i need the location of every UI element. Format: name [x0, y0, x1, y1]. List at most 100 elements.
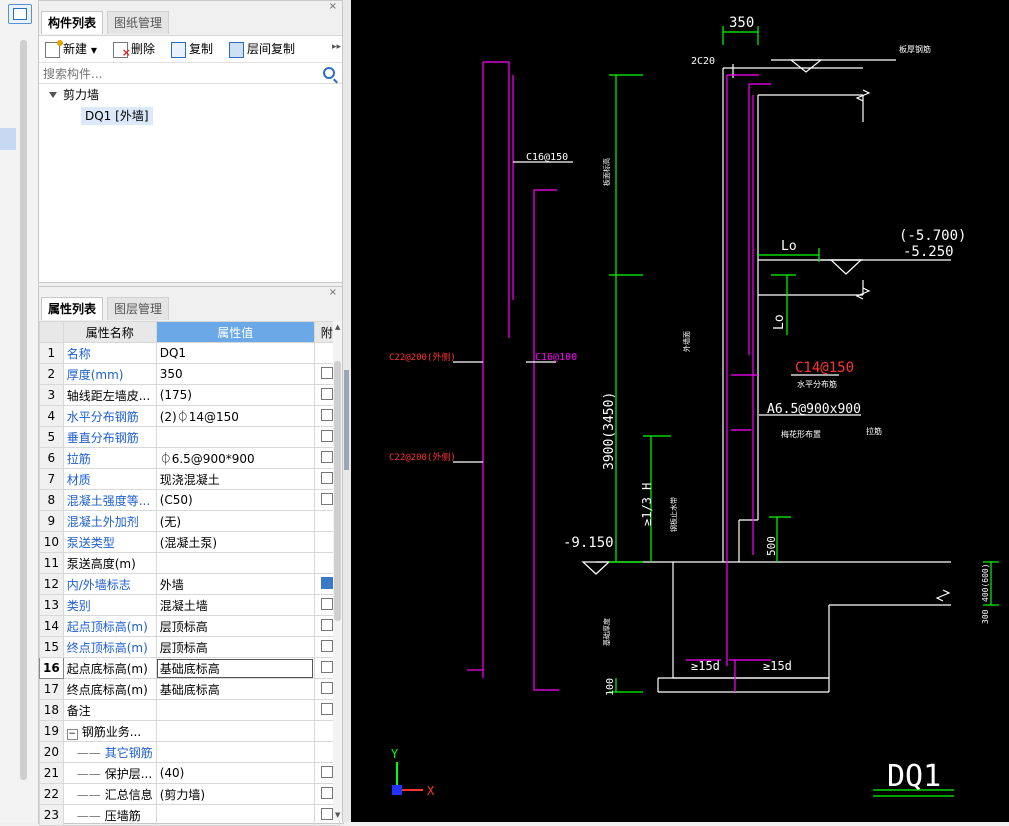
attach-checkbox[interactable]	[320, 786, 333, 799]
property-value[interactable]	[155, 720, 315, 742]
attach-checkbox[interactable]	[320, 429, 333, 442]
property-value[interactable]: 层顶标高	[155, 636, 315, 658]
property-value[interactable]	[155, 426, 315, 448]
toolbar-overflow-icon[interactable]: ▸▸	[331, 42, 341, 52]
collapse-icon[interactable]: −	[66, 728, 78, 740]
search-input[interactable]	[41, 65, 315, 83]
property-row[interactable]: 22——汇总信息(剪力墙)	[39, 783, 340, 805]
delete-button[interactable]: 删除	[111, 40, 155, 62]
property-value[interactable]: (剪力墙)	[155, 783, 315, 805]
panel-splitter[interactable]	[342, 0, 351, 822]
tab-layer-management[interactable]: 图层管理	[107, 297, 170, 320]
property-value[interactable]	[155, 699, 315, 721]
strip-scrollbar[interactable]	[20, 40, 27, 780]
attach-checkbox[interactable]	[320, 681, 333, 694]
attach-checkbox[interactable]	[320, 597, 333, 610]
row-index: 20	[39, 741, 64, 763]
property-value[interactable]: 层顶标高	[155, 615, 315, 637]
attach-checkbox[interactable]	[320, 807, 333, 820]
tree-expand-icon[interactable]	[49, 92, 57, 98]
scroll-up-icon[interactable]: ▲	[335, 323, 341, 331]
property-value[interactable]: 现浇混凝土	[155, 468, 315, 490]
tab-drawing-management[interactable]: 图纸管理	[107, 11, 170, 34]
note-tie-text: 拉筋	[866, 426, 882, 436]
attach-checkbox[interactable]	[320, 765, 333, 778]
attach-checkbox[interactable]	[320, 576, 333, 589]
attach-checkbox[interactable]	[320, 492, 333, 505]
property-value[interactable]: (175)	[155, 384, 315, 406]
property-value[interactable]: (2)⏀14@150	[155, 405, 315, 427]
scroll-down-icon[interactable]: ▼	[335, 811, 341, 819]
chevron-down-icon[interactable]: ▼	[90, 46, 97, 55]
tree-item-dq1[interactable]: DQ1 [外墙]	[81, 107, 153, 125]
floor-copy-button[interactable]: 层间复制	[227, 40, 295, 58]
property-row[interactable]: 23——压墙筋	[39, 804, 340, 826]
attach-checkbox[interactable]	[320, 366, 333, 379]
attach-checkbox[interactable]	[320, 660, 333, 673]
tab-property-list[interactable]: 属性列表	[41, 297, 104, 320]
drawing-canvas[interactable]: 350 2C20 板厚钢筋 C16@150 C16@100 C22@200(外侧…	[351, 0, 1009, 822]
search-icon[interactable]	[323, 67, 335, 79]
scrollbar-thumb[interactable]	[334, 361, 341, 621]
note-side-text: 板面标高	[602, 158, 611, 186]
property-value[interactable]	[155, 741, 315, 763]
property-row[interactable]: 19−钢筋业务...	[39, 720, 340, 742]
property-value[interactable]: (C50)	[155, 489, 315, 511]
attach-checkbox[interactable]	[320, 450, 333, 463]
property-row[interactable]: 21——保护层...(40)	[39, 762, 340, 784]
property-value[interactable]: 350	[155, 363, 315, 385]
property-value[interactable]: (混凝土泵)	[155, 531, 315, 553]
property-value[interactable]: (无)	[155, 510, 315, 532]
property-value[interactable]: DQ1	[155, 342, 315, 364]
panel-close-icon[interactable]: ×	[328, 287, 337, 298]
tree-category-shear-wall[interactable]: 剪力墙	[63, 88, 100, 102]
splitter-grip[interactable]	[344, 370, 349, 470]
note-top-right-text: 板厚钢筋	[899, 44, 931, 54]
property-value[interactable]: (40)	[155, 762, 315, 784]
property-value[interactable]	[155, 804, 315, 826]
panel-close-icon[interactable]: ×	[328, 1, 337, 12]
c22-200-b-text: C22@200(外侧)	[389, 451, 456, 463]
new-button[interactable]: 新建 ▼	[43, 40, 97, 58]
property-value[interactable]: 基础底标高	[155, 657, 315, 679]
row-index: 13	[39, 594, 64, 616]
property-name: ——其它钢筋	[62, 741, 157, 763]
row-index: 17	[39, 678, 64, 700]
property-value[interactable]: 混凝土墙	[155, 594, 315, 616]
tab-component-list[interactable]: 构件列表	[41, 11, 104, 34]
attach-checkbox[interactable]	[320, 702, 333, 715]
property-value[interactable]: ⏀6.5@900*900	[155, 447, 315, 469]
property-value[interactable]	[155, 552, 315, 574]
properties-icon[interactable]	[8, 4, 32, 24]
property-row[interactable]: 20——其它钢筋	[39, 741, 340, 763]
property-value[interactable]: 基础底标高	[155, 678, 315, 700]
property-value[interactable]: 外墙	[155, 573, 315, 595]
attach-checkbox[interactable]	[320, 408, 333, 421]
property-name: 泵送类型	[62, 531, 157, 553]
attach-checkbox[interactable]	[320, 639, 333, 652]
attach-checkbox[interactable]	[320, 618, 333, 631]
attach-checkbox[interactable]	[320, 387, 333, 400]
property-scrollbar[interactable]: ▲ ▼	[333, 321, 343, 821]
copy-button[interactable]: 复制	[169, 40, 213, 58]
row-index: 5	[39, 426, 64, 448]
attach-checkbox[interactable]	[320, 471, 333, 484]
